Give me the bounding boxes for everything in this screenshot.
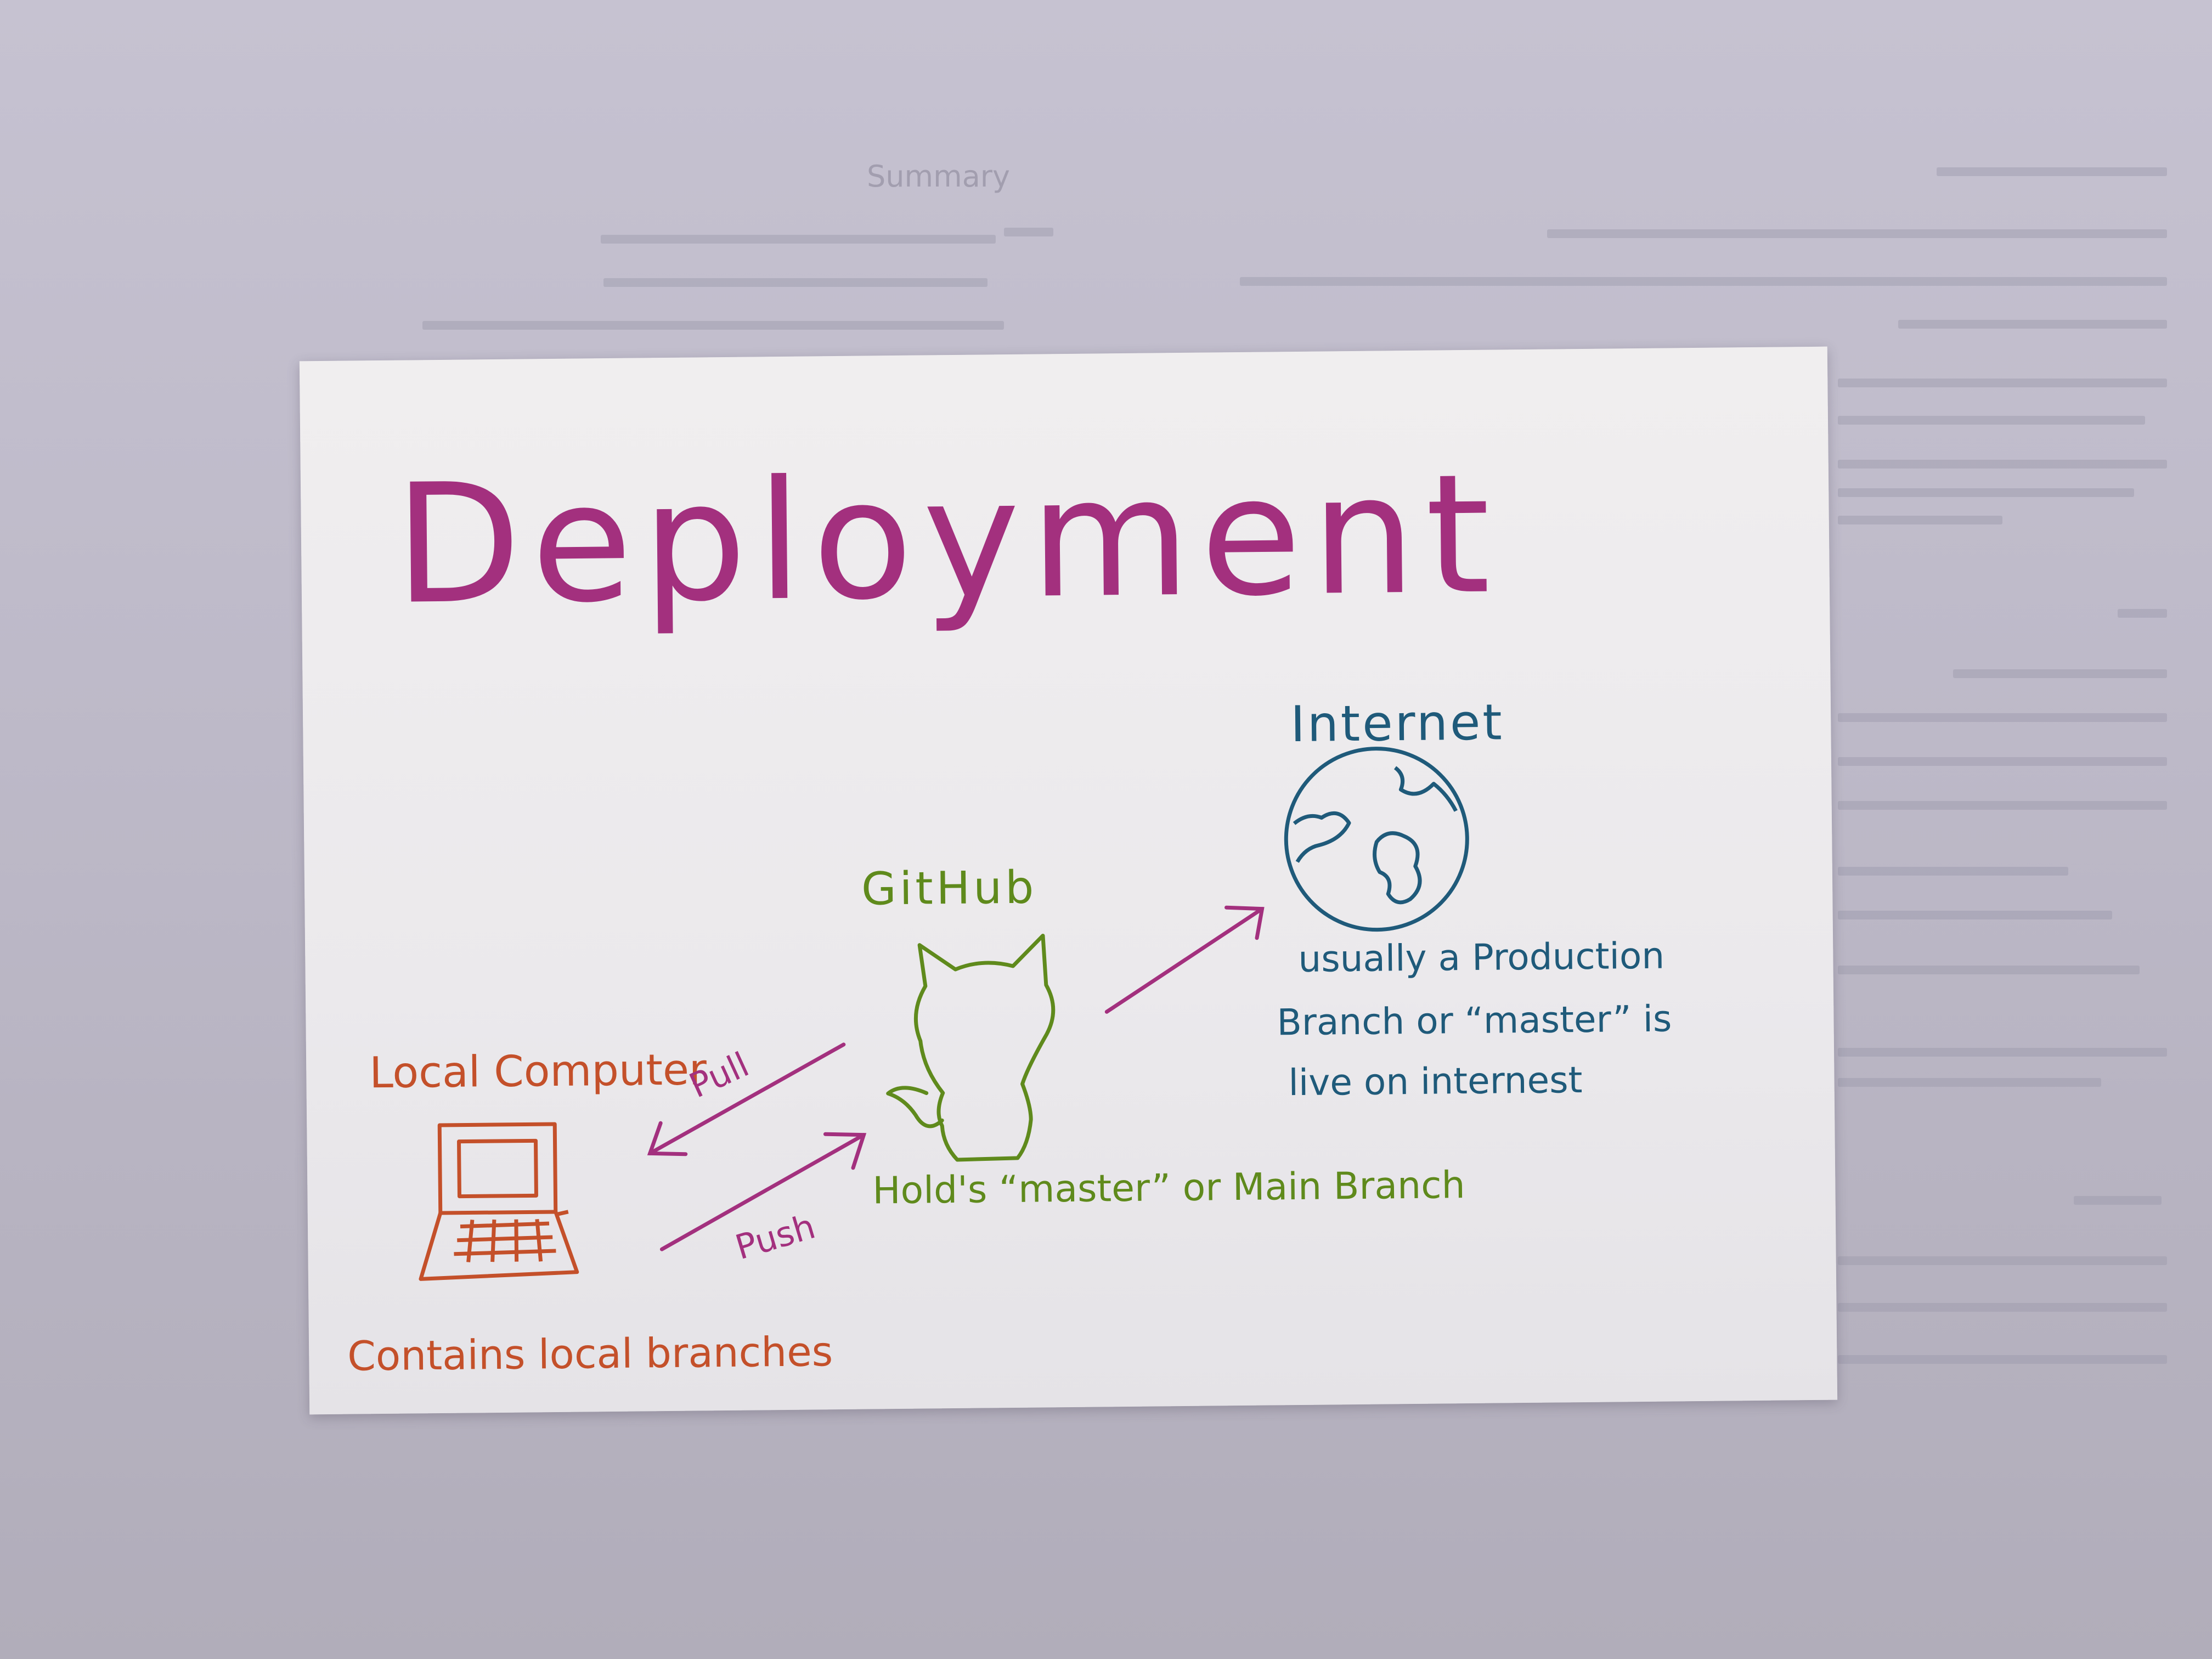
background-text-line [422,321,1004,330]
background-text-line [1953,669,2167,678]
pull-arrow [647,1042,846,1156]
background-text-line [1838,516,2002,524]
local-computer-label: Local Computer [369,1045,707,1098]
internet-caption-line2: Branch or “master” is [1277,997,1672,1043]
background-text-line [1838,801,2167,810]
background-text-line [1838,379,2167,387]
github-caption: Hold's “master” or Main Branch [872,1164,1465,1212]
background-text-line [601,235,996,244]
background-text-line [1838,460,2167,469]
background-text-line [2118,609,2167,618]
internet-label: Internet [1290,693,1504,753]
background-text-line [1838,416,2145,425]
background-text-line [1838,911,2112,919]
background-text-line [1838,1256,2167,1265]
index-card: Deployment Local Computer Contains local… [299,346,1838,1415]
background-text-line [1838,1078,2101,1087]
background-text-line [1898,320,2167,329]
background-text-line [1004,228,1053,236]
background-text-line [1838,1048,2167,1057]
background-text-line [1838,757,2167,766]
push-label: Push [731,1206,820,1268]
internet-caption-line1: usually a Production [1298,935,1664,980]
push-arrow [659,1132,867,1251]
background-text-line [1838,1355,2167,1364]
background-text-line [1937,167,2167,176]
github-label: GitHub [861,862,1037,916]
background-text-line [1838,867,2068,876]
background-text-line [1838,488,2134,497]
background-text-line [1838,966,2140,974]
background-text-line [1838,1303,2167,1312]
laptop-icon [419,1122,579,1281]
internet-caption-line3: live on internest [1288,1059,1583,1104]
octocat-icon [886,933,1056,1162]
background-text-line [1240,277,2167,286]
globe-icon [1284,747,1469,932]
background-summary-title: Summary [867,159,1010,194]
background-text-line [1838,713,2167,722]
background-text-line [2074,1196,2162,1205]
deploy-arrow [1104,905,1265,1014]
local-computer-caption: Contains local branches [347,1328,833,1380]
diagram-title: Deployment [393,438,1500,640]
background-text-line [1547,229,2167,238]
deployment-diagram: Deployment Local Computer Contains local… [347,438,1672,1380]
background-text-line [603,278,988,287]
